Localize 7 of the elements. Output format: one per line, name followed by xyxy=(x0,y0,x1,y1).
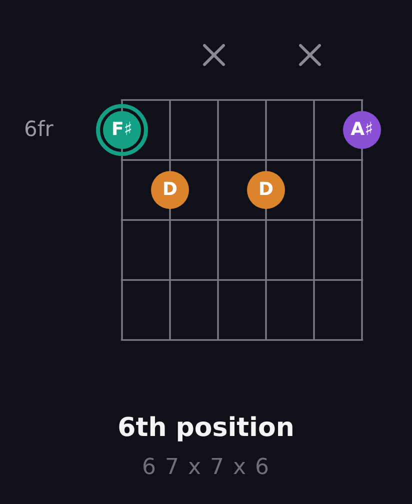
fret-number-label: 6fr xyxy=(24,119,54,140)
note-dot: D xyxy=(151,171,189,209)
root-note-dot: F♯ xyxy=(96,104,148,156)
fret-sequence-label: 6 7 x 7 x 6 xyxy=(142,457,270,479)
note-dot: A♯ xyxy=(343,111,381,149)
title: 6th position xyxy=(118,415,294,441)
note-dot: D xyxy=(247,171,285,209)
